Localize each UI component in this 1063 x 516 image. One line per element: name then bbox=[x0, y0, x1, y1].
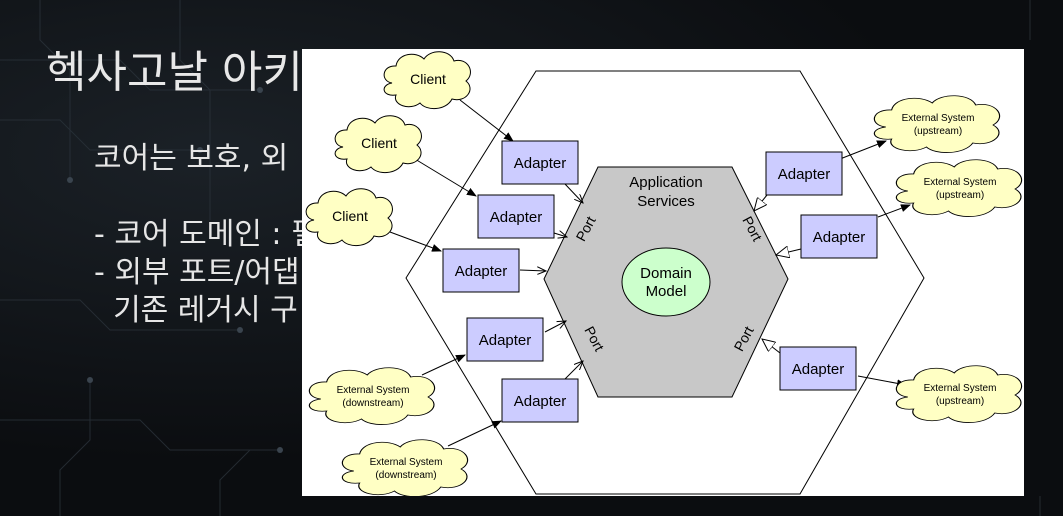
client-label: Client bbox=[410, 71, 446, 87]
external-system-label: External System bbox=[902, 113, 975, 124]
adapter-label: Adapter bbox=[813, 229, 866, 246]
adapter-box: Adapter bbox=[501, 140, 579, 185]
external-system-label: (downstream) bbox=[342, 398, 403, 409]
external-system-label: (upstream) bbox=[914, 126, 962, 137]
bullet-line: - 코어 도메인 : 필 bbox=[94, 217, 319, 252]
app-services-label-2: Services bbox=[637, 193, 695, 210]
client-cloud: Client bbox=[383, 51, 471, 110]
external-system-upstream-cloud bbox=[873, 95, 1001, 154]
bullet-line: - 외부 포트/어댑 bbox=[94, 255, 300, 290]
external-system-upstream-cloud bbox=[895, 159, 1023, 218]
external-system-label: External System bbox=[924, 383, 997, 394]
adapter-label: Adapter bbox=[778, 166, 831, 183]
external-system-label: (upstream) bbox=[936, 396, 984, 407]
domain-model-label-2: Model bbox=[646, 283, 687, 300]
adapter-label: Adapter bbox=[490, 209, 543, 226]
bullet-line bbox=[94, 178, 319, 216]
external-system-label: (upstream) bbox=[936, 190, 984, 201]
external-system-label: External System bbox=[337, 385, 410, 396]
client-cloud: Client bbox=[334, 115, 422, 174]
adapter-label: Adapter bbox=[455, 263, 508, 280]
adapter-box: Adapter bbox=[800, 214, 878, 259]
adapter-box: Adapter bbox=[779, 346, 857, 391]
external-system-label: External System bbox=[370, 457, 443, 468]
bullet-list: 코어는 보호, 외 - 코어 도메인 : 필 - 외부 포트/어댑 기존 레거시… bbox=[94, 140, 319, 330]
bullet-line: 기존 레거시 구 bbox=[94, 293, 298, 328]
external-system-label: (downstream) bbox=[375, 470, 436, 481]
hexagonal-architecture-diagram: Application Services Domain Model Port P… bbox=[302, 49, 1024, 496]
adapter-label: Adapter bbox=[514, 155, 567, 172]
client-cloud: Client bbox=[305, 188, 393, 247]
adapter-box: Adapter bbox=[765, 151, 843, 196]
client-label: Client bbox=[361, 135, 397, 151]
adapter-box: Adapter bbox=[442, 248, 520, 293]
adapter-label: Adapter bbox=[792, 361, 845, 378]
bullet-line: 코어는 보호, 외 bbox=[94, 141, 289, 176]
domain-model-ellipse bbox=[621, 247, 711, 317]
adapter-box: Adapter bbox=[501, 378, 579, 423]
adapter-box: Adapter bbox=[466, 317, 544, 362]
external-system-upstream-cloud bbox=[895, 365, 1023, 424]
domain-model-label-1: Domain bbox=[640, 265, 692, 282]
external-system-downstream-cloud bbox=[308, 367, 436, 426]
external-system-label: External System bbox=[924, 177, 997, 188]
adapter-box: Adapter bbox=[477, 194, 555, 239]
adapter-label: Adapter bbox=[479, 332, 532, 349]
client-label: Client bbox=[332, 208, 368, 224]
app-services-label-1: Application bbox=[629, 174, 702, 191]
adapter-label: Adapter bbox=[514, 393, 567, 410]
